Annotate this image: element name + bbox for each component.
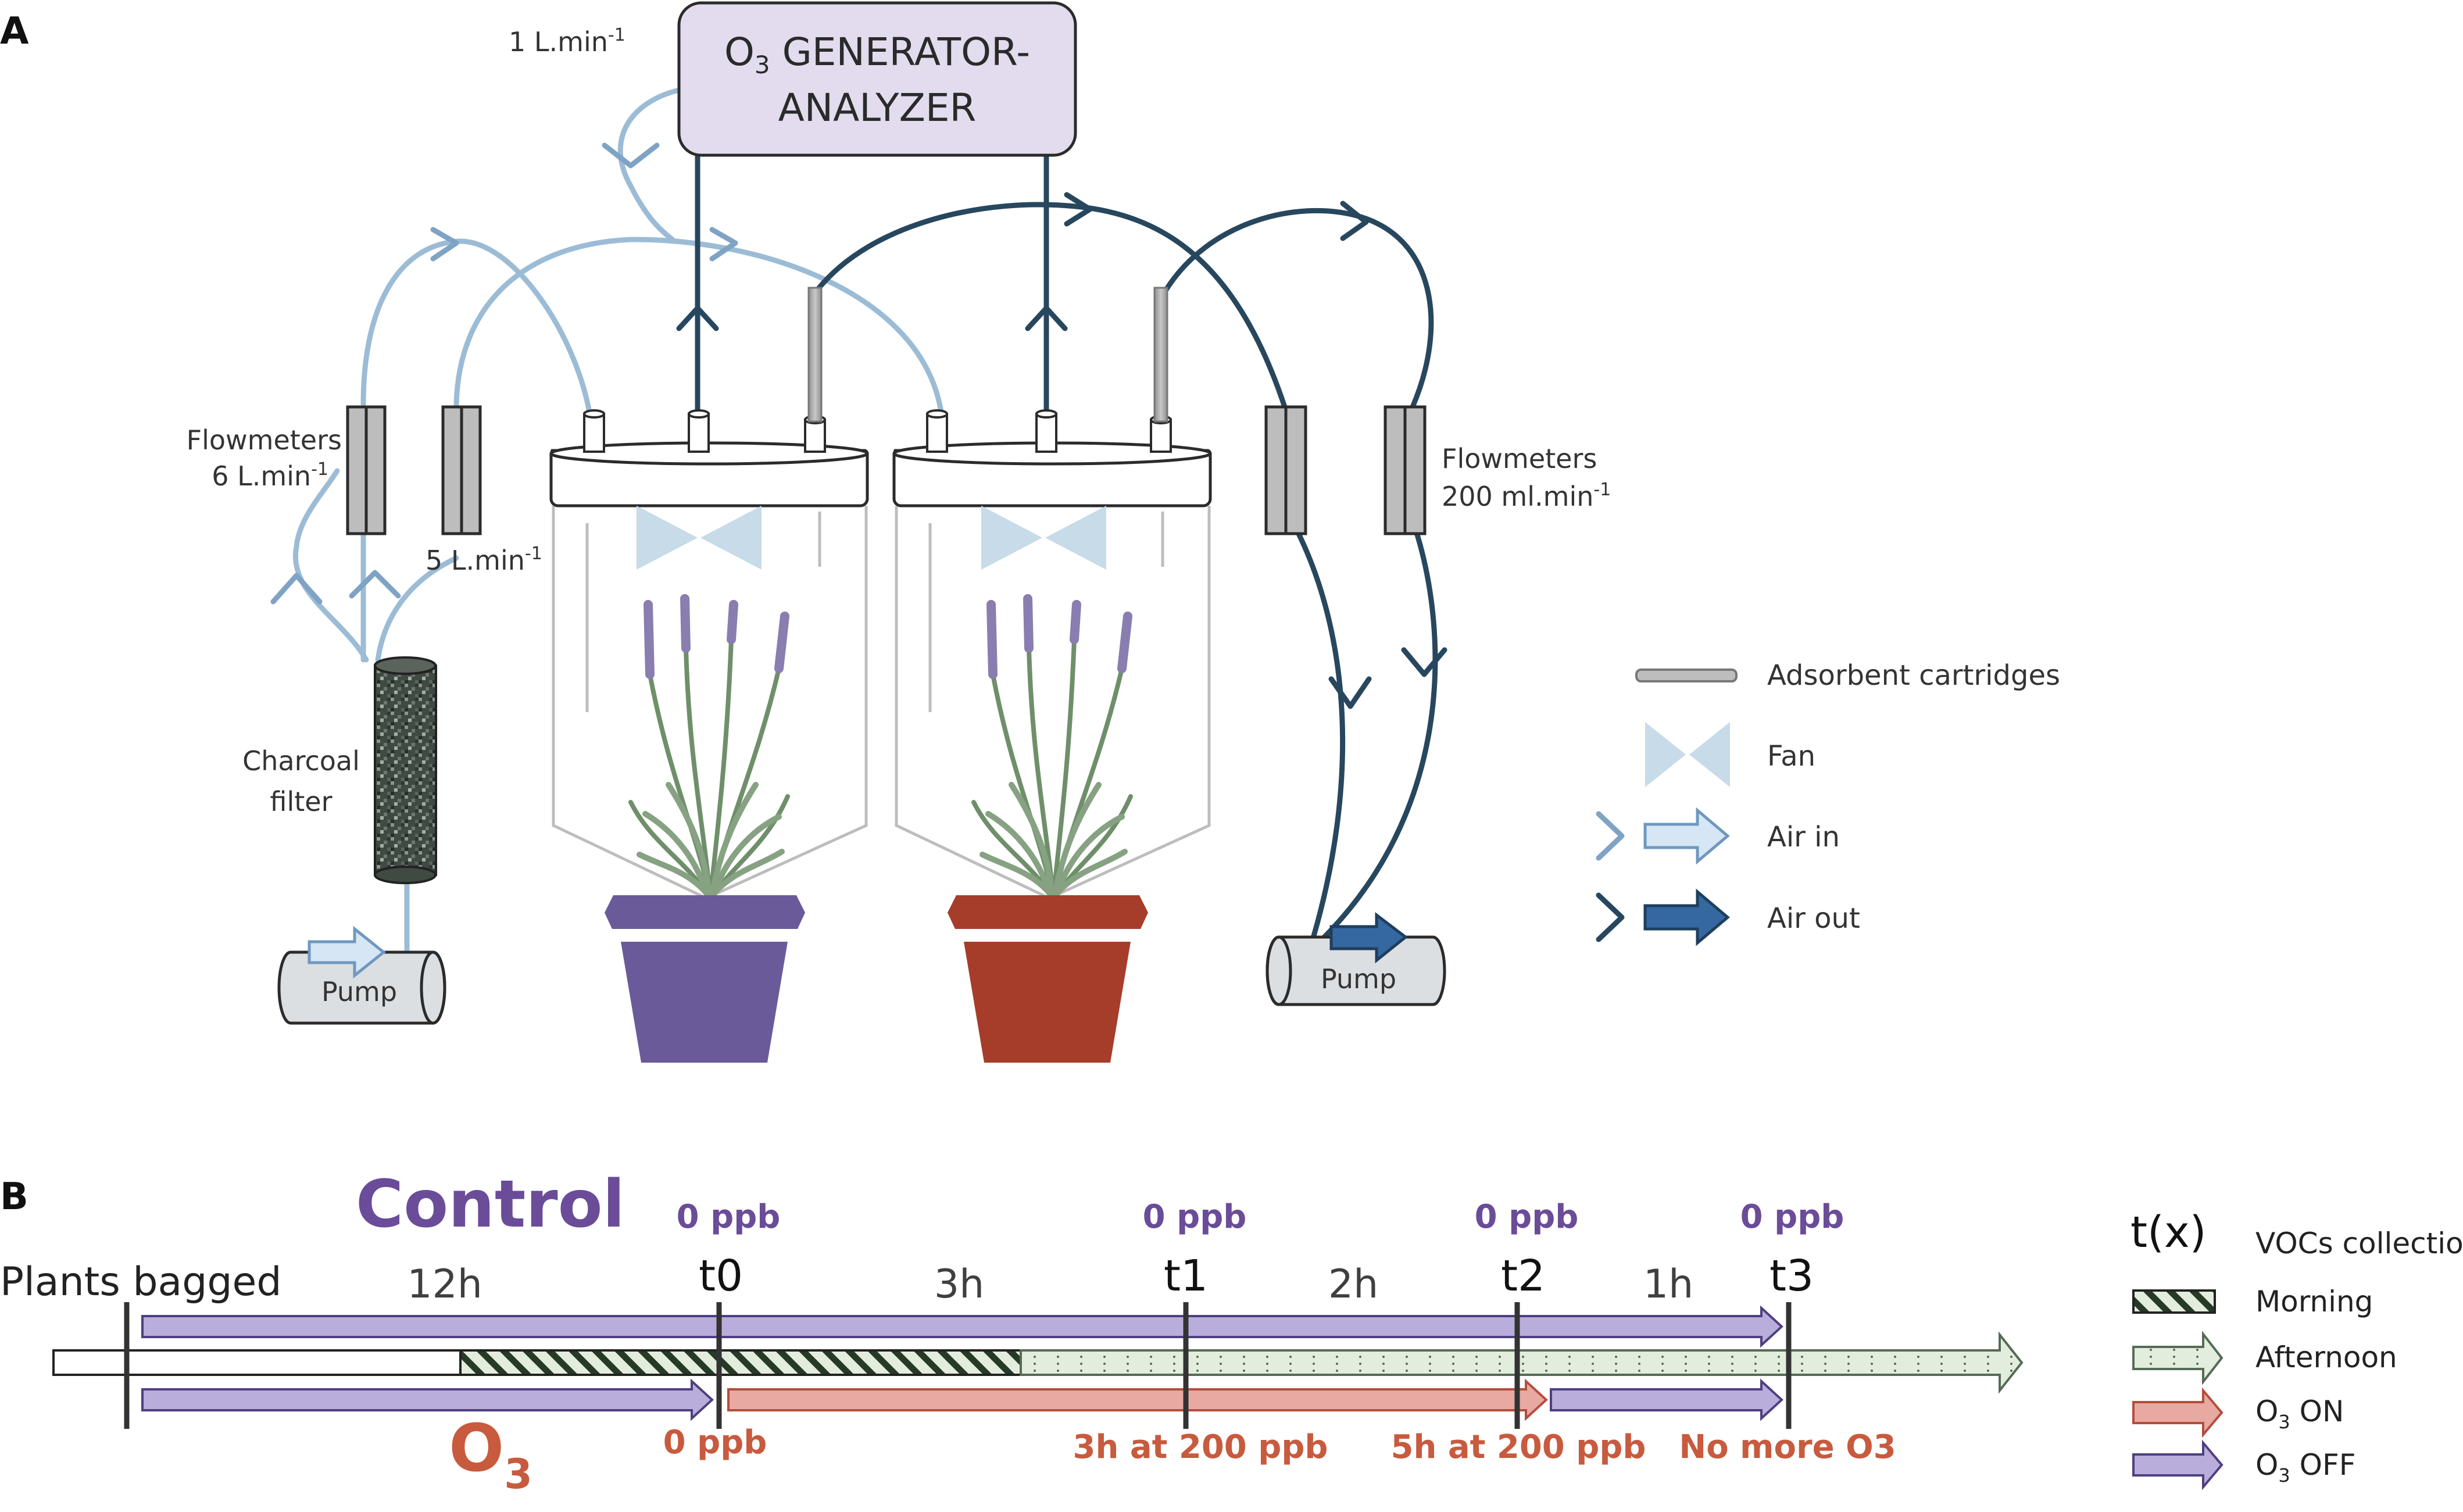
- charcoal-filter: [374, 656, 437, 884]
- morning-swatch-icon: [2132, 1289, 2216, 1314]
- o3-off-bar-final: [1550, 1378, 1783, 1421]
- pump-left-label: Pump: [321, 976, 397, 1007]
- o3-level-t2: 5h at 200 ppb: [1390, 1428, 1646, 1466]
- control-level-t1: 0 ppb: [1143, 1198, 1247, 1236]
- flowmeters-left-label: Flowmeters: [187, 424, 342, 456]
- flowmeter-5-label: 5 L.min-1: [426, 544, 542, 576]
- flowmeters-left: [346, 405, 482, 535]
- air-in-chevrons: [270, 142, 738, 605]
- o3-off-arrow-icon: [2132, 1439, 2224, 1490]
- svg-text:ANALYZER: ANALYZER: [778, 85, 977, 130]
- panel-b-letter: B: [0, 1175, 28, 1218]
- fan-icon: [1645, 722, 1730, 787]
- flowmeters-right: [1264, 405, 1427, 535]
- pot-control: [605, 895, 805, 1063]
- pot-ozone: [948, 895, 1148, 1063]
- svg-text:O3 GENERATOR-: O3 GENERATOR-: [724, 30, 1030, 79]
- legend-b-o3-off: O3 OFF: [2132, 1439, 2356, 1490]
- air-in-arrow-icon: [1596, 807, 1730, 865]
- legend-a-fan: Fan: [1645, 722, 1815, 787]
- duration-3h: 3h: [934, 1261, 984, 1307]
- timepoint-t0: t0: [699, 1251, 743, 1301]
- legend-b-tx: t(x): [2130, 1207, 2207, 1257]
- lavender-plant-ozone: [971, 594, 1133, 901]
- legend-b-afternoon: Afternoon: [2132, 1331, 2397, 1385]
- morning-bar: [459, 1349, 1022, 1376]
- svg-text:Air in: Air in: [1767, 821, 1840, 853]
- legend-a-adsorbent-cartridges: Adsorbent cartridges: [1635, 659, 2060, 692]
- chamber-control: [549, 287, 869, 900]
- control-title: Control: [356, 1167, 625, 1242]
- svg-text:Air out: Air out: [1767, 902, 1860, 935]
- air-out-lines: [695, 154, 1438, 945]
- plants-bagged-label: Plants bagged: [0, 1259, 282, 1305]
- timepoint-t2: t2: [1501, 1251, 1545, 1301]
- afternoon-bar: [1020, 1331, 2024, 1394]
- o3-on-bar: [727, 1378, 1548, 1421]
- svg-text:Adsorbent cartridges: Adsorbent cartridges: [1767, 659, 2060, 692]
- o3-title: O3: [449, 1411, 532, 1498]
- control-off-bar: [141, 1305, 1783, 1348]
- pump-left: [277, 925, 446, 1025]
- generator-flow-label: 1 L.min-1: [509, 25, 625, 58]
- control-level-t0: 0 ppb: [677, 1198, 781, 1236]
- svg-text:O3 ON: O3 ON: [2255, 1395, 2344, 1433]
- legend-b-tx-label: VOCs collection: [2255, 1227, 2463, 1260]
- o3-level-t1: 3h at 200 ppb: [1073, 1428, 1328, 1466]
- chamber-ozone: [892, 287, 1212, 900]
- afternoon-arrow-icon: [2132, 1331, 2224, 1385]
- o3-level-t3: No more O3: [1679, 1428, 1896, 1466]
- duration-2h: 2h: [1328, 1261, 1378, 1307]
- panel-a-letter: A: [0, 10, 29, 53]
- air-out-chevrons: [676, 192, 1447, 709]
- svg-text:Morning: Morning: [2255, 1285, 2373, 1318]
- svg-text:O3 OFF: O3 OFF: [2255, 1448, 2356, 1486]
- o3-level-t0: 0 ppb: [663, 1424, 767, 1461]
- duration-1h: 1h: [1643, 1261, 1693, 1307]
- pump-right-label: Pump: [1321, 963, 1396, 995]
- time-dividers: [124, 1302, 1792, 1429]
- lavender-plant-control: [628, 594, 790, 901]
- timepoint-t1: t1: [1164, 1251, 1208, 1301]
- charcoal-filter-label-2: filter: [270, 786, 332, 817]
- timepoint-t3: t3: [1770, 1251, 1814, 1301]
- legend-b-morning: Morning: [2132, 1285, 2373, 1318]
- o3-off-bar-initial: [141, 1378, 714, 1421]
- bagging-period-bar: [52, 1349, 462, 1376]
- adsorbent-cartridge-icon: [1635, 669, 1738, 682]
- flowmeters-right-rate: 200 ml.min-1: [1442, 480, 1611, 512]
- control-level-t2: 0 ppb: [1475, 1198, 1579, 1236]
- svg-text:Fan: Fan: [1767, 740, 1815, 773]
- duration-12h: 12h: [407, 1261, 482, 1307]
- legend-a-air-in: Air in: [1596, 807, 1840, 865]
- legend-b-o3-on: O3 ON: [2132, 1387, 2344, 1438]
- charcoal-filter-label-1: Charcoal: [242, 745, 360, 777]
- svg-text:Afternoon: Afternoon: [2255, 1341, 2397, 1374]
- air-out-arrow-icon: [1596, 888, 1730, 946]
- flowmeters-left-rate: 6 L.min-1: [212, 459, 328, 492]
- o3-generator-analyzer-box: O3 GENERATOR- ANALYZER: [677, 1, 1077, 157]
- control-level-t3: 0 ppb: [1740, 1198, 1844, 1236]
- legend-a-air-out: Air out: [1596, 888, 1860, 946]
- pump-right: [1266, 912, 1446, 1006]
- flowmeters-right-label: Flowmeters: [1442, 443, 1597, 474]
- o3-on-arrow-icon: [2132, 1387, 2224, 1438]
